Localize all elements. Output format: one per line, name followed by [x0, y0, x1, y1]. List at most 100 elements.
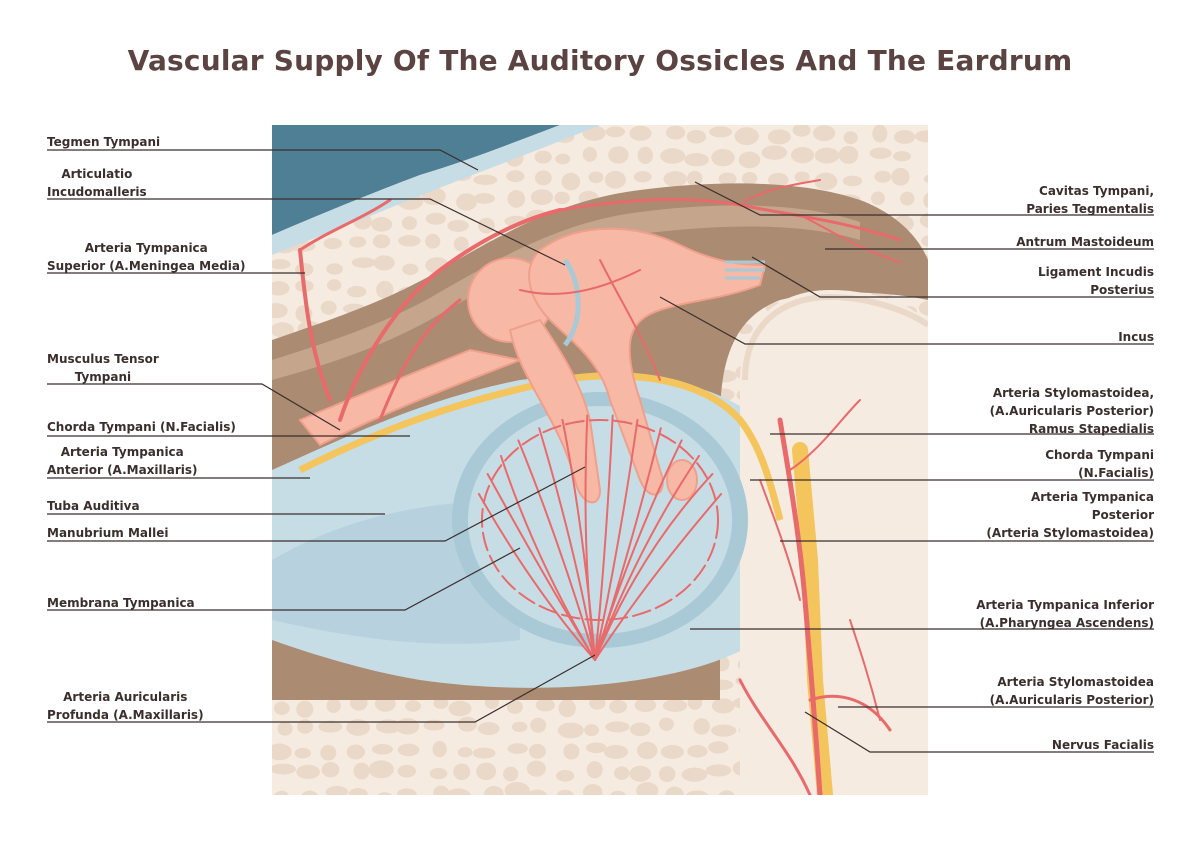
bone-cell	[296, 764, 320, 780]
bone-cell	[741, 171, 758, 186]
eardrum-vessel	[584, 414, 596, 661]
bone-cell	[681, 767, 708, 782]
label-line: (Arteria Stylomastoidea)	[986, 526, 1154, 540]
bone-cell	[555, 770, 575, 782]
label-line: Manubrium Mallei	[47, 526, 169, 540]
bone-cell	[767, 129, 791, 145]
bone-cell	[297, 719, 314, 734]
bone-cell	[563, 743, 580, 760]
label-line: Superior (A.Meningea Media)	[47, 259, 246, 273]
bone-cell	[585, 742, 607, 754]
bone-cell	[557, 722, 584, 739]
bone-cell	[794, 171, 810, 183]
bone-cell	[351, 257, 376, 268]
bone-cell	[376, 280, 394, 299]
bone-cell	[814, 147, 840, 164]
facial-nerve	[792, 442, 833, 795]
bone-cell	[477, 217, 495, 234]
label-membrana-tympanica: Membrana Tympanica	[47, 594, 195, 612]
bone-cell	[869, 147, 892, 159]
bone-cell	[629, 125, 652, 141]
leader-line	[47, 383, 341, 431]
leader-line	[47, 466, 586, 542]
bone-cell	[457, 716, 478, 732]
bone-cell	[637, 741, 658, 760]
label-line: Incus	[1118, 330, 1154, 344]
bone-cell	[425, 212, 446, 225]
bone-cell	[272, 743, 292, 761]
bone-cell	[534, 150, 552, 164]
label-line: Arteria Tympanica	[60, 445, 184, 459]
ossicles	[298, 227, 767, 504]
eardrum-vessel	[499, 454, 596, 661]
bone-cell	[301, 790, 318, 795]
label-incus: Incus	[1118, 328, 1154, 346]
bone-cell	[838, 145, 859, 164]
bone-cell	[397, 764, 417, 778]
bone-cell	[511, 721, 528, 732]
leader-line	[694, 181, 1154, 216]
bone-cell	[582, 784, 603, 795]
bone-cell	[397, 743, 420, 757]
leader-line	[751, 256, 1154, 298]
label-line: Musculus Tensor	[47, 352, 159, 366]
bone-cell	[926, 656, 928, 664]
bone-cell	[348, 788, 368, 795]
label-line: (N.Facialis)	[1078, 466, 1154, 480]
eardrum-vessel	[594, 418, 639, 661]
bone-cell	[718, 172, 737, 186]
bone-cell	[636, 782, 659, 795]
bone-cell	[320, 300, 337, 315]
bone-cell	[685, 790, 709, 795]
bone-cell	[874, 170, 892, 183]
bone-cell	[323, 237, 342, 250]
eardrum-vessel	[538, 427, 596, 661]
bone-cell	[919, 212, 928, 228]
label-line: Profunda (A.Maxillaris)	[47, 708, 204, 722]
label-line: (A.Auricularis Posterior)	[989, 404, 1154, 418]
bone-cell	[589, 697, 606, 710]
bone-cell	[923, 192, 928, 209]
bone-cell	[294, 747, 311, 759]
bone-cell	[326, 698, 341, 713]
bone-cell	[870, 191, 885, 206]
bone-cell	[272, 281, 290, 296]
bone-cell	[504, 782, 530, 795]
eardrum-vessel	[594, 439, 683, 661]
bone-cell	[923, 174, 928, 184]
eardrum-vessel	[594, 473, 714, 661]
label-line: Ramus Stapedialis	[1028, 422, 1154, 436]
bone-cell	[277, 721, 293, 736]
label-nervus-facialis: Nervus Facialis	[1052, 736, 1154, 754]
bone-cell	[296, 700, 314, 718]
bone-cell	[734, 127, 759, 146]
label-arteria-tympanica-posterior: Arteria Tympanica Posterior (Arteria Sty…	[986, 488, 1154, 542]
bone-cell	[368, 760, 394, 779]
bone-cell	[893, 151, 911, 162]
bone-cell	[768, 172, 789, 188]
bone-cell	[586, 761, 603, 779]
label-line: Incudomalleris	[47, 185, 147, 199]
label-manubrium-mallei: Manubrium Mallei	[47, 524, 169, 542]
bone-cell	[711, 724, 737, 737]
bone-cell	[686, 129, 707, 144]
bone-cell	[658, 766, 676, 783]
bone-cell	[693, 718, 710, 735]
label-line: Arteria Stylomastoidea	[997, 675, 1154, 689]
bone-cell	[633, 171, 652, 183]
leader-line	[47, 654, 596, 723]
label-line: Arteria Auricularis	[63, 690, 188, 704]
bone-cell	[530, 717, 547, 733]
bone-cell	[918, 300, 928, 316]
bone-cell	[663, 171, 687, 187]
bone-cell	[402, 263, 419, 276]
eardrum-vessel	[594, 454, 701, 661]
bone-cell	[708, 741, 729, 754]
bone-cell	[718, 790, 735, 795]
bone-cell	[891, 167, 910, 186]
bone-cell	[445, 788, 471, 795]
bone-cell	[372, 234, 391, 249]
bone-cell	[709, 126, 733, 138]
bone-cell	[274, 790, 289, 795]
bone-cell	[928, 150, 942, 163]
